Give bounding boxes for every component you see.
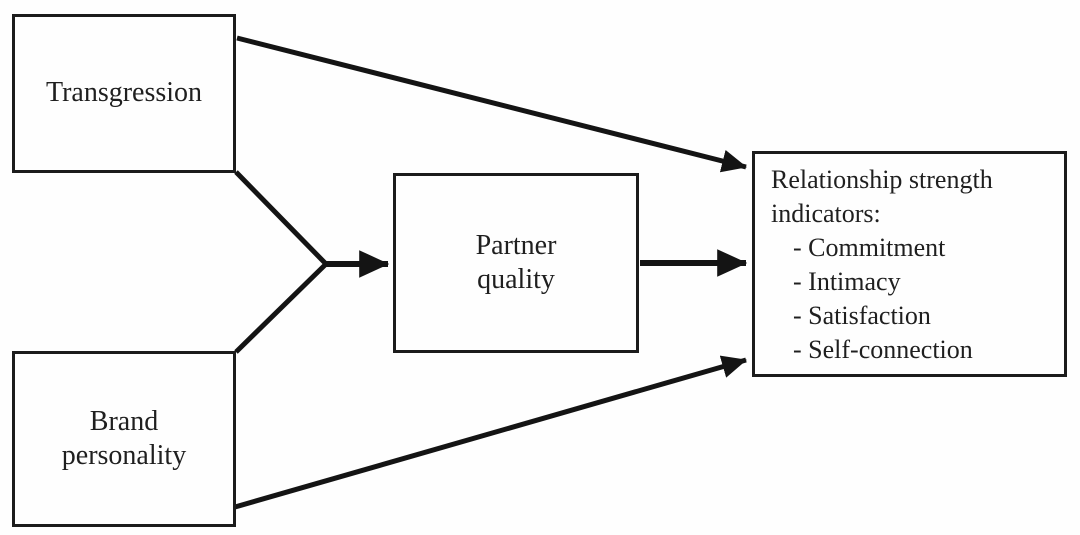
node-brand-personality: Brand personality bbox=[12, 351, 236, 527]
node-relationship-strength: Relationship strength indicators: - Comm… bbox=[752, 151, 1067, 377]
relationship-indicator-commitment: - Commitment bbox=[793, 233, 946, 262]
relationship-indicator-intimacy: - Intimacy bbox=[793, 267, 901, 296]
node-partner-quality: Partner quality bbox=[393, 173, 639, 353]
edge-transgression-to-vertex bbox=[234, 170, 328, 266]
transgression-label: Transgression bbox=[45, 77, 203, 109]
brand-personality-label: Brand personality bbox=[61, 405, 187, 471]
relationship-strength-title: Relationship strength indicators: bbox=[771, 165, 993, 228]
partner-quality-label: Partner quality bbox=[475, 229, 557, 295]
edge-brand-to-relationship bbox=[234, 355, 747, 510]
relationship-indicator-satisfaction: - Satisfaction bbox=[793, 301, 931, 330]
relationship-indicator-self-connection: - Self-connection bbox=[793, 335, 973, 364]
edge-brand-to-vertex bbox=[234, 262, 328, 354]
edge-transgression-to-relationship bbox=[236, 35, 747, 173]
node-transgression: Transgression bbox=[12, 14, 236, 173]
